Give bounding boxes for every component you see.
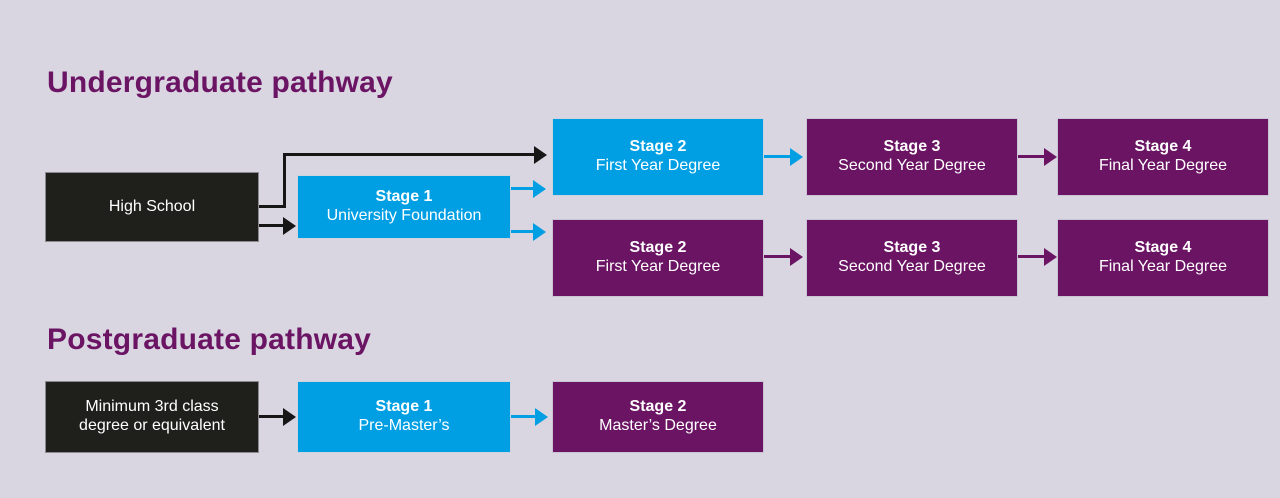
arrowhead-highschool-to-foundation [283,217,296,235]
arrowhead-highschool-to-top-stage2 [534,146,547,164]
arrowhead-ug-row1-stage2-to-stage3 [790,148,803,166]
postgraduate-section-title: Postgraduate pathway [47,323,372,356]
node-ug-row1-stage3[interactable]: Stage 3 Second Year Degree [806,118,1018,196]
arrowhead-ug-row2-stage3-to-stage4 [1044,248,1057,266]
connector-ug-row2-stage3-to-stage4 [1018,255,1046,258]
connector-ug-row1-stage3-to-stage4 [1018,155,1046,158]
node-ug-row1-stage4-stage: Stage 4 [1134,138,1192,156]
node-pg-entry-line2: degree or equivalent [79,417,225,434]
node-ug-row2-stage3-stage: Stage 3 [883,239,941,257]
node-ug-row1-stage4-name: Final Year Degree [1098,157,1228,174]
arrowhead-ug-row2-stage2-to-stage3 [790,248,803,266]
node-high-school-label: High School [108,197,196,215]
node-stage1-foundation-stage: Stage 1 [375,188,433,206]
connector-pg-entry-to-stage1 [259,415,285,418]
connector-highschool-to-top-vertical [283,153,286,208]
node-stage1-foundation-name: University Foundation [326,207,482,224]
node-ug-row2-stage4[interactable]: Stage 4 Final Year Degree [1057,219,1269,297]
node-pg-stage2-name: Master’s Degree [599,417,717,434]
node-ug-row2-stage2-stage: Stage 2 [629,239,687,257]
node-ug-row2-stage4-stage: Stage 4 [1134,239,1192,257]
connector-foundation-to-top-stage2 [511,187,535,190]
connector-highschool-to-top-horizontal [283,153,536,156]
node-ug-row1-stage2[interactable]: Stage 2 First Year Degree [552,118,764,196]
node-pg-stage1-name: Pre-Master’s [358,417,450,434]
node-stage1-university-foundation[interactable]: Stage 1 University Foundation [297,175,511,239]
node-pg-entry-line1: Minimum 3rd class [85,398,219,416]
arrowhead-pg-entry-to-stage1 [283,408,296,426]
connector-highschool-to-foundation [259,224,285,227]
node-pg-stage2-stage: Stage 2 [629,398,687,416]
arrowhead-pg-stage1-to-stage2 [535,408,548,426]
node-pg-entry-requirement[interactable]: Minimum 3rd class degree or equivalent [45,381,259,453]
arrowhead-foundation-to-top-stage2 [533,180,546,198]
node-ug-row2-stage2-name: First Year Degree [595,258,721,275]
connector-highschool-to-top-stub [259,205,286,208]
node-high-school[interactable]: High School [45,172,259,242]
connector-ug-row1-stage2-to-stage3 [764,155,792,158]
node-pg-stage1-premasters[interactable]: Stage 1 Pre-Master’s [297,381,511,453]
node-ug-row1-stage4[interactable]: Stage 4 Final Year Degree [1057,118,1269,196]
arrowhead-ug-row1-stage3-to-stage4 [1044,148,1057,166]
node-ug-row2-stage4-name: Final Year Degree [1098,258,1228,275]
arrowhead-foundation-to-bottom-stage2 [533,223,546,241]
undergraduate-section-title: Undergraduate pathway [47,66,393,99]
node-ug-row2-stage3[interactable]: Stage 3 Second Year Degree [806,219,1018,297]
connector-ug-row2-stage2-to-stage3 [764,255,792,258]
node-pg-stage2-masters[interactable]: Stage 2 Master’s Degree [552,381,764,453]
connector-foundation-to-bottom-stage2 [511,230,535,233]
node-ug-row1-stage3-name: Second Year Degree [838,157,986,174]
node-ug-row2-stage2[interactable]: Stage 2 First Year Degree [552,219,764,297]
node-ug-row1-stage3-stage: Stage 3 [883,138,941,156]
node-ug-row1-stage2-stage: Stage 2 [629,138,687,156]
node-ug-row2-stage3-name: Second Year Degree [838,258,986,275]
node-ug-row1-stage2-name: First Year Degree [595,157,721,174]
node-pg-stage1-stage: Stage 1 [375,398,433,416]
connector-pg-stage1-to-stage2 [511,415,537,418]
